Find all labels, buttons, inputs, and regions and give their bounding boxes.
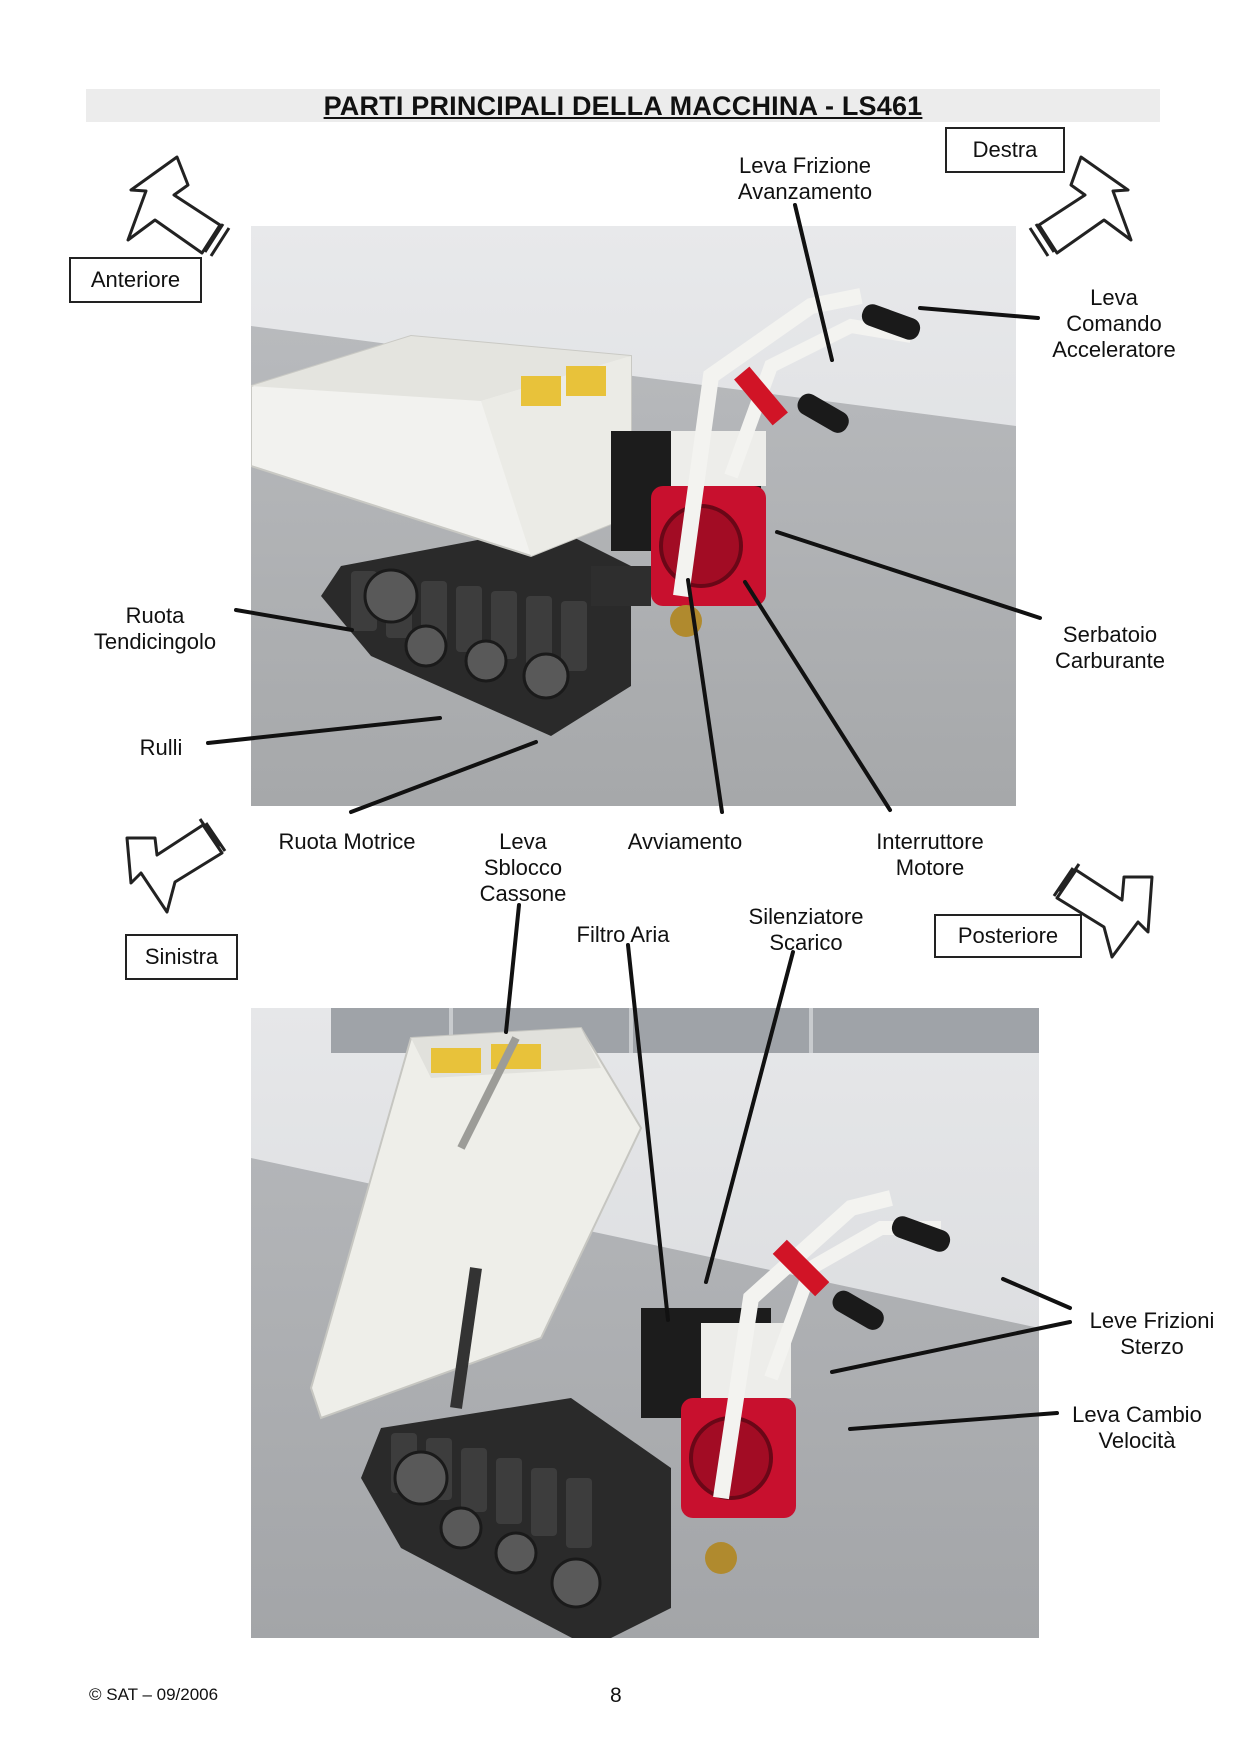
- label-leva-comando-acceleratore: Leva Comando Acceleratore: [1052, 285, 1176, 362]
- line-avviamento: [686, 578, 724, 814]
- line-leve-frizioni-sterzo-b: [830, 1320, 1072, 1374]
- label-rulli: Rulli: [139, 735, 183, 760]
- line-ruota-tendicingolo: [234, 608, 354, 632]
- line-ruota-motrice: [349, 740, 538, 814]
- direction-label-anteriore: Anteriore: [90, 267, 181, 292]
- label-leva-sblocco-cassone: Leva Sblocco Cassone: [479, 829, 567, 906]
- label-leva-cambio-velocita: Leva Cambio Velocità: [1072, 1402, 1202, 1453]
- line-serbatoio-carburante: [775, 530, 1042, 620]
- machine-illustration-top: [251, 226, 1016, 806]
- title-bar: PARTI PRINCIPALI DELLA MACCHINA - LS461: [86, 89, 1160, 122]
- direction-label-destra: Destra: [972, 137, 1038, 162]
- line-silenziatore-scarico: [704, 950, 795, 1284]
- label-ruota-motrice: Ruota Motrice: [278, 829, 416, 854]
- direction-box-destra: Destra: [945, 127, 1065, 173]
- label-leve-frizioni-sterzo: Leve Frizioni Sterzo: [1089, 1308, 1215, 1359]
- line-rulli: [206, 716, 442, 745]
- line-filtro-aria: [626, 943, 670, 1322]
- label-leva-frizione-avanzamento: Leva Frizione Avanzamento: [737, 153, 873, 204]
- line-leva-cambio-velocita: [848, 1411, 1059, 1431]
- label-avviamento: Avviamento: [627, 829, 743, 854]
- photo-top-machine: [251, 226, 1016, 806]
- arrow-destra-icon: [1028, 155, 1133, 257]
- photo-bottom-machine: [251, 1008, 1039, 1638]
- machine-illustration-bottom: [251, 1008, 1039, 1638]
- line-interruttore-motore: [743, 580, 892, 812]
- label-filtro-aria: Filtro Aria: [576, 922, 670, 947]
- direction-box-anteriore: Anteriore: [69, 257, 202, 303]
- direction-box-sinistra: Sinistra: [125, 934, 238, 980]
- arrow-anteriore-icon: [126, 155, 231, 257]
- arrow-sinistra-icon: [125, 818, 227, 914]
- line-leva-comando-acceleratore: [918, 306, 1040, 320]
- direction-box-posteriore: Posteriore: [934, 914, 1082, 958]
- page-title: PARTI PRINCIPALI DELLA MACCHINA - LS461: [323, 91, 923, 121]
- line-leva-sblocco-cassone: [504, 903, 521, 1034]
- label-interruttore-motore: Interruttore Motore: [876, 829, 984, 880]
- arrow-posteriore-icon: [1052, 863, 1154, 959]
- label-serbatoio-carburante: Serbatoio Carburante: [1054, 622, 1166, 673]
- label-silenziatore-scarico: Silenziatore Scarico: [748, 904, 864, 955]
- label-ruota-tendicingolo: Ruota Tendicingolo: [93, 603, 217, 654]
- line-leve-frizioni-sterzo-a: [1001, 1277, 1072, 1310]
- page-number: 8: [610, 1684, 622, 1707]
- direction-label-sinistra: Sinistra: [144, 944, 219, 969]
- footer-copyright: © SAT – 09/2006: [89, 1685, 219, 1704]
- direction-label-posteriore: Posteriore: [957, 923, 1059, 948]
- line-leva-frizione-avanzamento: [793, 203, 834, 362]
